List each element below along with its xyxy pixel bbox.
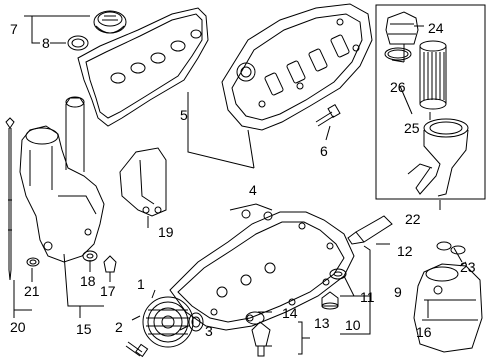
callout-14: 14 [282, 305, 298, 321]
filter-element-drawing [419, 40, 447, 110]
filler-cap-drawing [93, 10, 127, 34]
dipstick-drawing [5, 117, 15, 281]
oil-separator-drawing [19, 96, 105, 263]
filter-housing-drawing [407, 118, 469, 197]
callout-25: 25 [404, 120, 420, 136]
callout-labels: 1 2 3 4 5 6 7 8 9 10 11 12 13 14 15 16 1… [10, 20, 476, 340]
reservoir-drawing [413, 263, 483, 353]
o-ring-drawing [384, 47, 412, 61]
oil-sender-drawing [245, 311, 271, 357]
callout-22: 22 [405, 211, 421, 227]
callout-20: 20 [10, 319, 26, 335]
small-parts-drawing [26, 250, 117, 273]
callout-2: 2 [115, 319, 123, 335]
callout-11: 11 [360, 289, 375, 305]
callout-5: 5 [180, 107, 188, 123]
seal-ring-drawing [67, 35, 89, 51]
callout-15: 15 [76, 321, 92, 337]
filter-cap-drawing [385, 11, 419, 45]
callout-4: 4 [249, 182, 257, 198]
callout-18: 18 [80, 273, 96, 289]
callout-3: 3 [205, 323, 213, 339]
callout-24: 24 [428, 20, 444, 36]
drain-plug-drawing [321, 291, 339, 310]
callout-7: 7 [10, 21, 18, 37]
callout-17: 17 [100, 283, 116, 299]
callout-6: 6 [320, 143, 328, 159]
callout-16: 16 [416, 324, 432, 340]
bolt-2-drawing [125, 341, 149, 358]
filter-group-frame [375, 4, 486, 200]
callout-23: 23 [460, 259, 476, 275]
callout-13: 13 [314, 315, 330, 331]
bracket-drawing [119, 147, 167, 217]
oil-pan-drawing [169, 203, 355, 331]
callout-10: 10 [345, 317, 361, 333]
leader-lines [13, 15, 467, 355]
callout-8: 8 [42, 35, 50, 51]
callout-1: 1 [137, 276, 145, 292]
valve-cover-gasket-drawing [77, 7, 209, 127]
valve-cover-drawing [221, 3, 373, 131]
bolt-6-drawing [315, 103, 341, 127]
callout-21: 21 [24, 283, 40, 299]
callout-12: 12 [397, 243, 413, 259]
pulley-drawing [142, 296, 194, 348]
sealant-tube-drawing [347, 215, 393, 245]
part-illustrations [5, 3, 486, 358]
callout-19: 19 [158, 224, 174, 240]
callout-26: 26 [390, 79, 406, 95]
seal-3-drawing [188, 312, 204, 332]
washer-drawing [329, 268, 347, 280]
callout-9: 9 [394, 284, 402, 300]
o-rings-23-drawing [436, 241, 466, 255]
